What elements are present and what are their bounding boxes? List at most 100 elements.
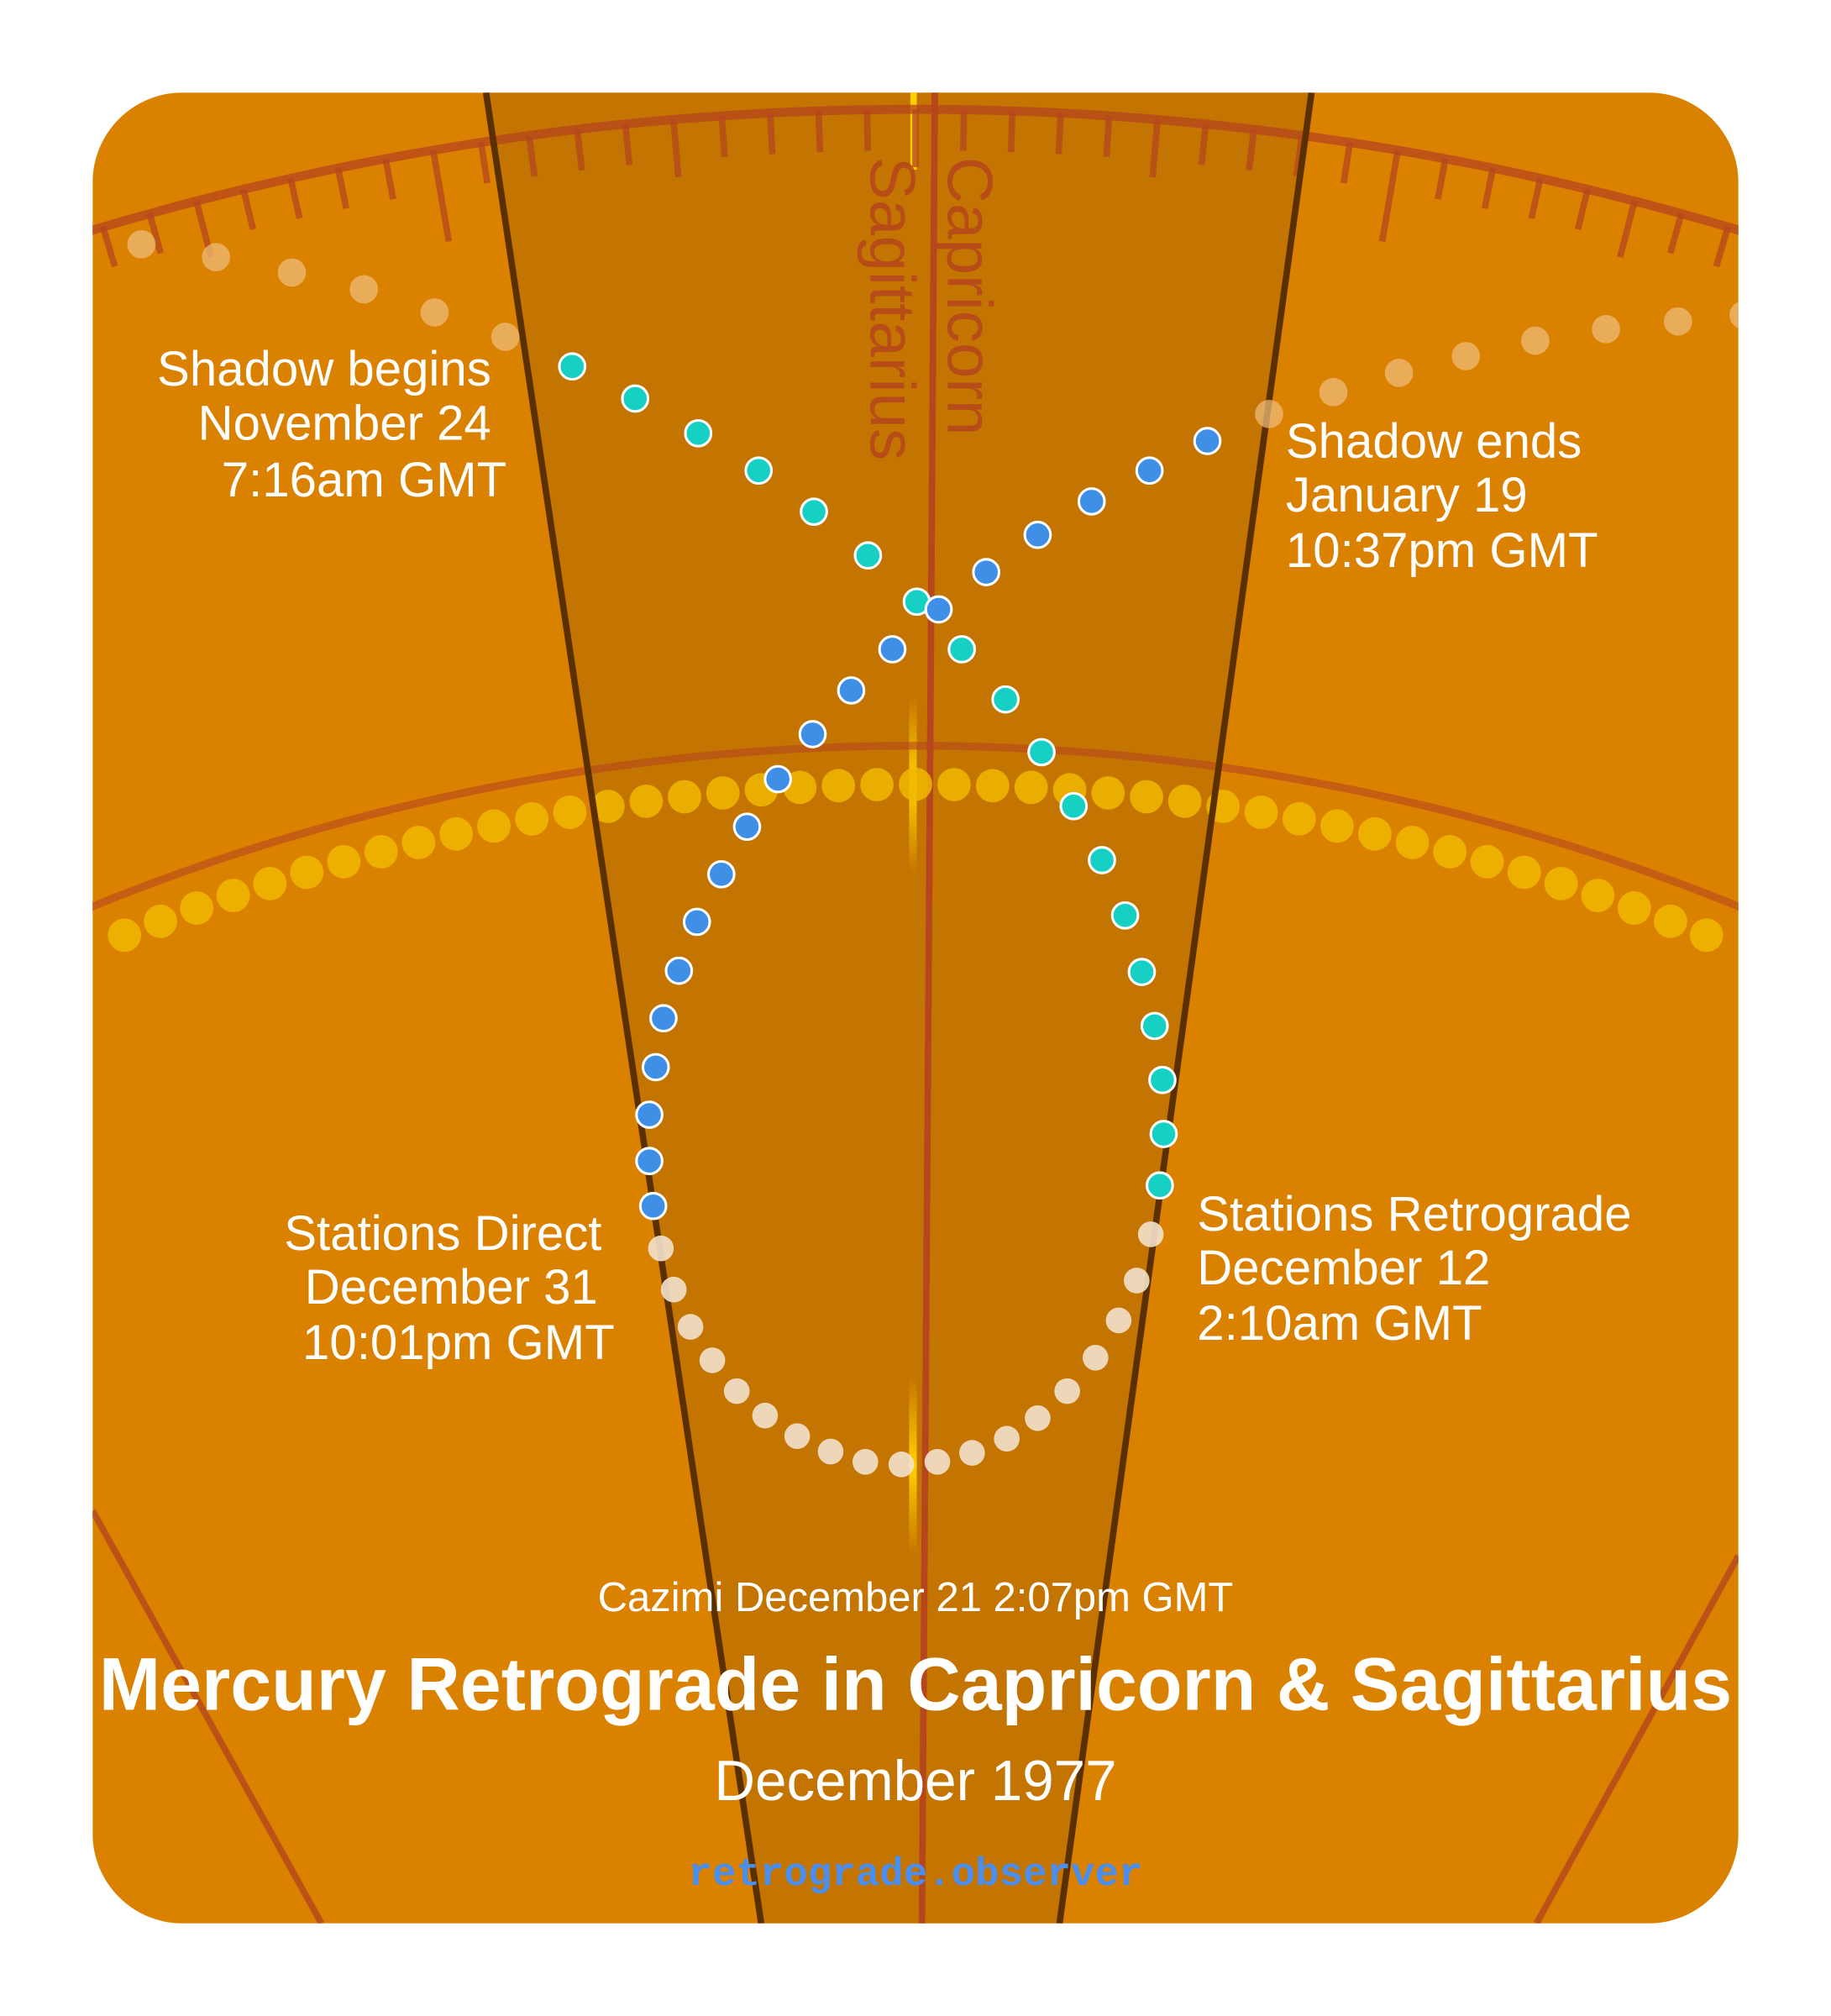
sun-path-arc xyxy=(92,742,1739,921)
post-shadow-dot xyxy=(732,812,762,842)
faded-mercury-dot xyxy=(1319,378,1348,407)
scale-tick xyxy=(1103,115,1113,158)
scale-tick xyxy=(526,134,538,177)
label-line: December 31 xyxy=(305,1260,598,1315)
sign-label-capricorn: Capricorn xyxy=(933,157,1005,436)
post-shadow-dot xyxy=(924,595,953,624)
post-shadow-dot xyxy=(641,1053,670,1082)
scale-tick xyxy=(1481,167,1497,209)
post-shadow-dot xyxy=(635,1147,664,1175)
retrograde-dot xyxy=(723,1378,750,1404)
retrograde-dot xyxy=(648,1235,674,1262)
zodiac-line xyxy=(1534,1554,1739,1924)
retrograde-dot xyxy=(1083,1345,1109,1371)
sun-dot xyxy=(553,795,587,829)
label-stations-direct: Stations Direct December 31 10:01pm GMT xyxy=(284,1206,615,1370)
pre-shadow-dot xyxy=(991,685,1020,714)
retrograde-dot xyxy=(1105,1307,1132,1334)
label-line: 10:37pm GMT xyxy=(1286,523,1598,578)
retrograde-dot xyxy=(699,1347,726,1373)
site-link[interactable]: retrograde.observer xyxy=(689,1852,1143,1898)
label-line: Stations Direct xyxy=(284,1206,601,1261)
sun-dot xyxy=(364,835,398,869)
sun-dot xyxy=(477,809,511,843)
label-line: December 12 xyxy=(1197,1241,1490,1295)
post-shadow-dot xyxy=(706,859,736,889)
scale-tick xyxy=(146,213,164,255)
sun-dot xyxy=(590,790,625,823)
retrograde-dot xyxy=(784,1423,811,1449)
post-shadow-dot xyxy=(837,676,866,705)
scale-tick xyxy=(287,177,303,219)
sun-dot xyxy=(1130,780,1163,814)
scale-tick xyxy=(574,129,585,171)
scale-tick xyxy=(1435,158,1449,200)
scale-tick xyxy=(430,150,453,243)
retrograde-dot xyxy=(1025,1404,1051,1431)
scale-tick xyxy=(670,118,682,178)
sun-dot xyxy=(899,767,932,801)
label-line: 2:10am GMT xyxy=(1197,1296,1482,1351)
scale-tick xyxy=(240,188,257,230)
band-edge-left xyxy=(482,92,765,1924)
label-shadow-ends: Shadow ends January 19 10:37pm GMT xyxy=(1286,414,1598,578)
faded-mercury-dot xyxy=(1451,342,1481,370)
post-shadow-dot xyxy=(1077,487,1106,516)
faded-mercury-dot xyxy=(420,298,449,327)
label-line: Shadow begins xyxy=(157,342,491,396)
scale-tick xyxy=(815,110,824,153)
scale-tick xyxy=(1340,141,1354,184)
scale-tick xyxy=(1713,226,1731,268)
pre-shadow-dot xyxy=(853,541,883,570)
faded-mercury-dot xyxy=(1255,400,1283,428)
sun-dot xyxy=(1507,855,1541,890)
scale-tick xyxy=(1528,177,1544,219)
sun-dot xyxy=(1544,866,1578,900)
sun-dot xyxy=(821,769,856,803)
sun-dot xyxy=(937,768,971,801)
scale-tick xyxy=(477,141,491,184)
pre-shadow-dot xyxy=(1149,1120,1178,1148)
pre-shadow-dot xyxy=(1059,791,1089,821)
scale-tick xyxy=(1149,118,1161,178)
sun-dot xyxy=(860,768,894,801)
sun-dot xyxy=(1470,844,1504,879)
retrograde-dot xyxy=(752,1402,779,1429)
scale-tick xyxy=(1762,241,1775,281)
post-shadow-dot xyxy=(635,1100,664,1129)
retrograde-dot xyxy=(677,1314,704,1340)
label-line: 7:16am GMT xyxy=(222,453,506,507)
sun-dot xyxy=(290,855,324,890)
sun-dot xyxy=(1395,826,1430,859)
post-shadow-dot xyxy=(763,764,793,794)
sun-dot xyxy=(1282,801,1316,836)
cazimi-label: Cazimi December 21 2:07pm GMT xyxy=(598,1575,1234,1620)
scale-tick xyxy=(718,115,728,158)
post-shadow-dot xyxy=(1193,427,1222,455)
pre-shadow-dot xyxy=(621,384,650,413)
sun-dot xyxy=(1357,816,1392,851)
subtitle: December 1977 xyxy=(714,1750,1116,1813)
pre-shadow-dot xyxy=(558,352,587,381)
sun-dot xyxy=(1581,879,1615,912)
zodiac-line xyxy=(92,1509,325,1924)
scale-tick xyxy=(1574,188,1591,230)
faded-mercury-dot xyxy=(1384,359,1414,387)
sun-dot xyxy=(629,784,664,818)
label-shadow-begins: Shadow begins November 24 7:16am GMT xyxy=(157,342,506,507)
faded-mercury-dot xyxy=(1592,315,1620,344)
scale-tick xyxy=(960,109,968,151)
scale-tick xyxy=(1378,150,1401,243)
post-shadow-dot xyxy=(682,907,711,937)
sun-dot xyxy=(668,780,701,814)
scale-tick xyxy=(1246,129,1257,171)
pre-shadow-dot xyxy=(1088,846,1116,874)
retrograde-dot xyxy=(924,1449,951,1475)
faded-mercury-dot xyxy=(277,258,307,287)
retrograde-dot xyxy=(959,1440,985,1466)
scale-tick xyxy=(767,113,776,155)
scale-tick xyxy=(382,158,396,200)
band-edge-right xyxy=(1056,92,1315,1924)
pre-shadow-dot xyxy=(1148,1065,1177,1095)
